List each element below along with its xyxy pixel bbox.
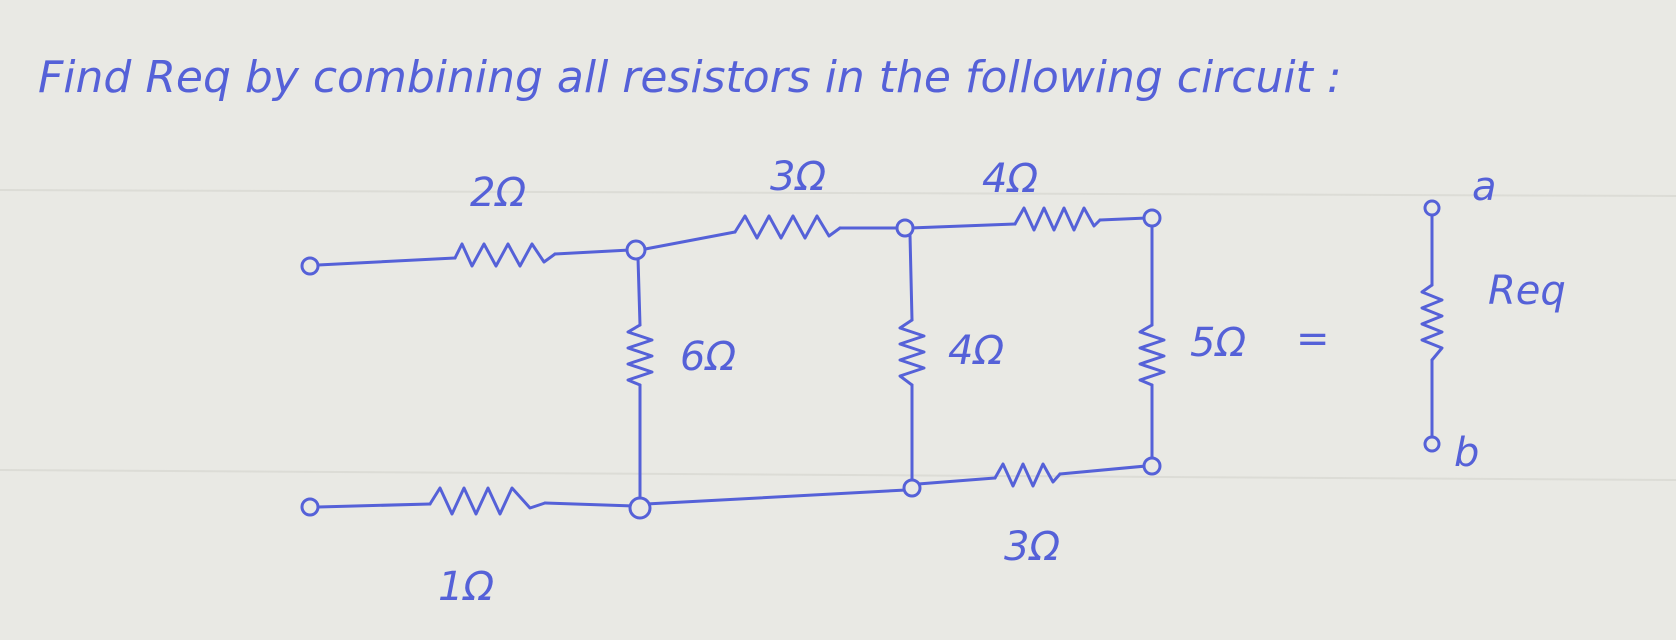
label-4ohm-mid: 4Ω [948, 328, 1004, 374]
resistor-3ohm-bottom [993, 462, 1062, 488]
resistor-3ohm [733, 214, 842, 240]
equals-sign: = [1296, 316, 1330, 362]
resistor-4ohm-mid [898, 318, 926, 387]
problem-title: Find Req by combining all resistors in t… [38, 52, 1342, 103]
node-e [902, 478, 922, 498]
circuit-nodes [300, 199, 1441, 520]
node-d [628, 496, 652, 520]
label-5ohm: 5Ω [1190, 320, 1246, 366]
terminal-top-left [300, 256, 320, 276]
req-label: Req [1488, 268, 1566, 314]
label-3ohm-bottom: 3Ω [1004, 524, 1060, 570]
resistor-2ohm [453, 242, 557, 268]
node-a [625, 239, 647, 261]
node-b [895, 218, 915, 238]
resistor-6ohm [626, 323, 654, 387]
label-2ohm: 2Ω [470, 170, 526, 216]
label-6ohm: 6Ω [680, 334, 736, 380]
terminal-b-label: b [1454, 430, 1479, 476]
terminal-a-label: a [1472, 164, 1497, 210]
resistor-req [1420, 283, 1444, 362]
terminal-a [1423, 199, 1441, 217]
node-f [1142, 456, 1162, 476]
resistor-5ohm [1138, 323, 1166, 387]
resistor-symbols [428, 206, 1444, 516]
resistor-4ohm-top [1013, 206, 1102, 232]
terminal-bottom-left [300, 497, 320, 517]
resistor-1ohm [428, 486, 547, 516]
label-3ohm: 3Ω [770, 154, 826, 200]
circuit-wires [316, 213, 1434, 509]
paper-background-lines [0, 189, 1676, 481]
label-4ohm-top: 4Ω [982, 156, 1038, 202]
terminal-b [1423, 435, 1441, 453]
label-1ohm: 1Ω [438, 564, 494, 610]
node-c [1142, 208, 1162, 228]
